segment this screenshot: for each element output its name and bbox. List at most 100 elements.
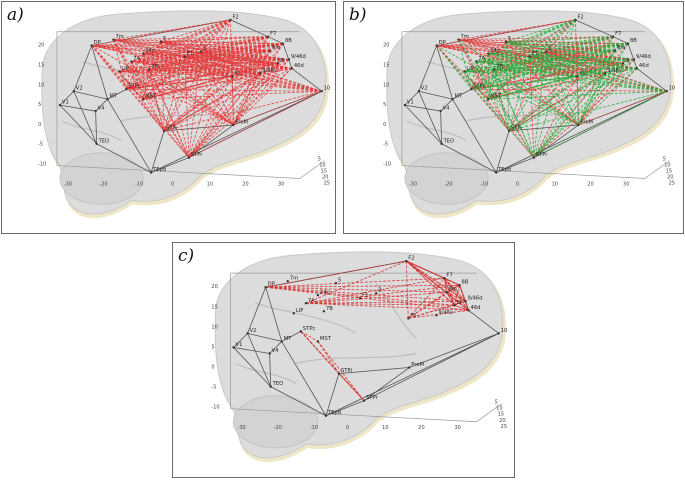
- area-node: [577, 123, 580, 127]
- connection-edge: [459, 285, 466, 302]
- area-node: [408, 366, 411, 369]
- area-node: [487, 52, 490, 55]
- area-node: [463, 70, 466, 73]
- connection-edge: [488, 36, 614, 100]
- scaffold-edge: [325, 333, 499, 417]
- scaffold-edge: [265, 287, 283, 342]
- x-tick-label: -10: [480, 181, 488, 187]
- area-label: F5: [410, 313, 416, 319]
- scaffold-edge: [533, 124, 579, 158]
- y-tick-label: 0: [38, 122, 41, 128]
- area-label: V1: [62, 100, 69, 106]
- area-node: [276, 62, 280, 65]
- scaffold-edge: [269, 353, 272, 387]
- area-label: STPi: [511, 125, 522, 131]
- connection-edge: [143, 43, 284, 100]
- area-node: [324, 414, 328, 417]
- connection-edge: [406, 260, 466, 302]
- area-label: TEpd: [327, 410, 341, 416]
- x-tick-label: 20: [242, 181, 248, 187]
- area-label: 5: [163, 36, 166, 42]
- area-label: 7B: [151, 64, 158, 70]
- scaffold-edge: [233, 347, 271, 387]
- connection-edge: [529, 56, 667, 92]
- connection-edge: [464, 71, 535, 158]
- area-label: 7A: [478, 56, 485, 62]
- connection-edge: [160, 41, 165, 131]
- connection-edge: [444, 277, 460, 286]
- connection-edge: [126, 43, 284, 90]
- cerebellum: [404, 152, 489, 205]
- connection-edge: [148, 69, 165, 131]
- scaffold-edge: [96, 143, 152, 173]
- scaffold-edge: [233, 333, 248, 348]
- area-node: [320, 90, 323, 93]
- area-node: [632, 58, 636, 61]
- x-tick-label: -10: [310, 425, 318, 431]
- area-node: [544, 50, 547, 53]
- z-tick-label: 10: [319, 163, 325, 169]
- connection-edge: [119, 71, 127, 90]
- y-tick-label: -5: [38, 142, 43, 148]
- scaffold-edge: [281, 331, 302, 342]
- area-node: [403, 103, 407, 107]
- y-tick-label: 10: [211, 324, 217, 330]
- connection-edge: [471, 36, 614, 90]
- area-node: [497, 332, 500, 335]
- area-node: [299, 330, 303, 333]
- y-tick-label: -5: [211, 385, 216, 391]
- connection-edge: [305, 277, 445, 304]
- scaffold-edge: [436, 45, 453, 100]
- area-label: MST: [320, 336, 332, 342]
- area-label: LIP: [121, 66, 128, 72]
- scaffold-edge: [468, 309, 499, 334]
- connection-edge: [163, 76, 233, 132]
- cerebellum: [233, 395, 319, 449]
- connection-edge: [91, 45, 190, 158]
- connection-edge: [265, 286, 466, 302]
- area-label: DP: [439, 40, 446, 46]
- area-node: [316, 294, 320, 297]
- connection-edges: [436, 19, 667, 159]
- area-label: F1: [532, 51, 538, 57]
- scaffold-edge: [363, 367, 410, 401]
- scaffold-edge: [267, 36, 284, 44]
- connection-edge: [200, 51, 289, 60]
- scaffold-edge: [325, 373, 340, 416]
- connection-edge: [233, 59, 290, 126]
- connection-edge: [160, 19, 231, 43]
- connection-edge: [505, 41, 606, 74]
- x-tick-label: -30: [409, 181, 417, 187]
- z-tick-label: 20: [322, 174, 328, 180]
- connection-edge: [184, 36, 269, 57]
- connection-edge: [305, 284, 460, 304]
- scaffold-edge: [151, 157, 189, 173]
- y-tick-label: -10: [383, 162, 391, 168]
- area-label: 2: [378, 288, 381, 294]
- y-tick-label: 20: [38, 43, 44, 49]
- area-label: 2: [203, 46, 206, 52]
- area-node: [199, 50, 202, 53]
- area-label: ProM: [235, 119, 248, 125]
- connection-edge: [232, 76, 234, 125]
- connection-edge: [405, 260, 469, 311]
- connection-edge: [125, 53, 144, 90]
- axis-line-z: [476, 403, 502, 423]
- area-label: V2: [76, 86, 83, 92]
- connection-edge: [508, 19, 576, 132]
- area-label: V4: [98, 106, 105, 112]
- scaffold-edge: [495, 90, 667, 173]
- x-tick-label: 30: [623, 181, 629, 187]
- connection-edge: [529, 56, 578, 77]
- connection-edge: [188, 68, 293, 158]
- area-label: 8l: [456, 300, 461, 306]
- area-node: [464, 300, 467, 303]
- connection-edge: [126, 50, 271, 90]
- area-label: V1: [236, 342, 243, 348]
- area-label: STPr: [191, 152, 203, 158]
- connection-edge: [161, 41, 290, 60]
- connection-edge: [160, 41, 322, 92]
- connection-edge: [405, 260, 447, 293]
- connection-edge: [119, 70, 322, 92]
